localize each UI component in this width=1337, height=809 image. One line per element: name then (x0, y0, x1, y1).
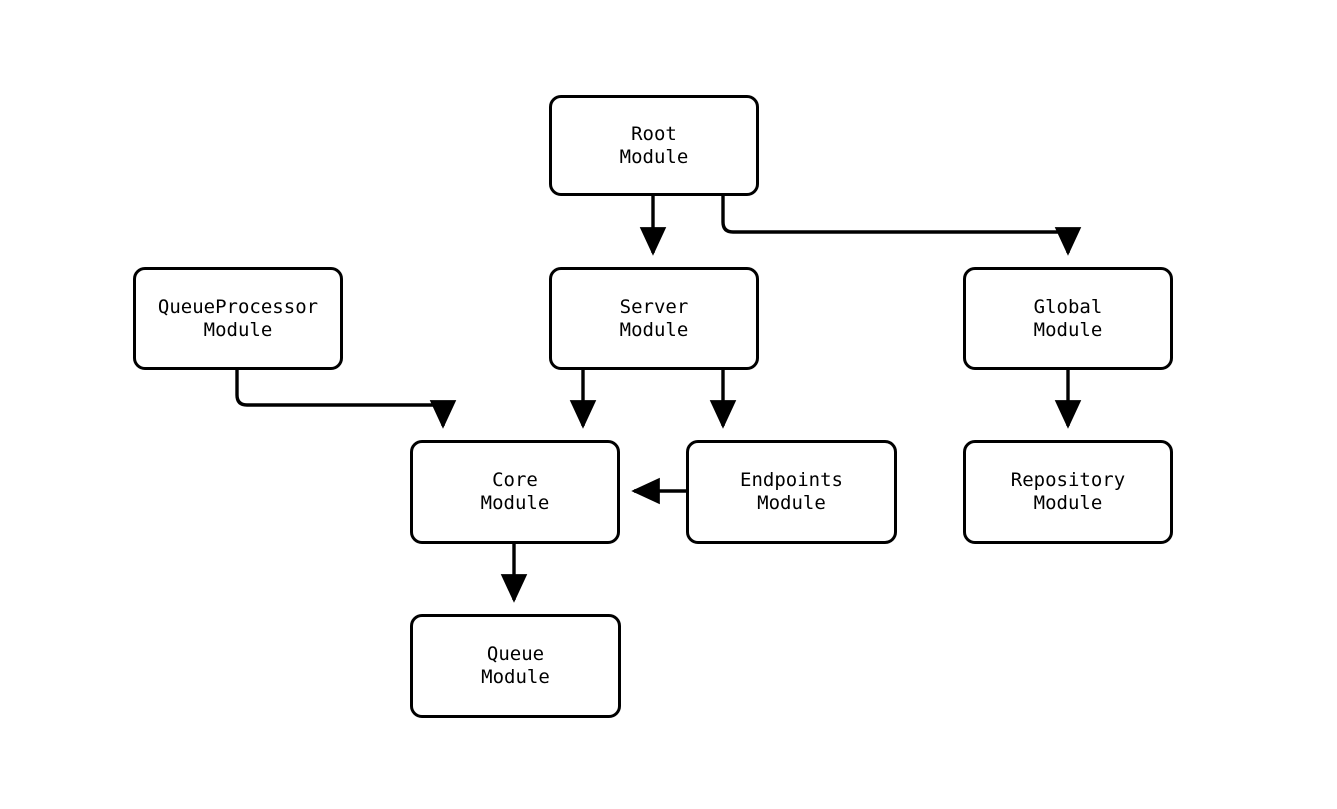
node-core-label: Core Module (480, 469, 550, 514)
node-global[interactable]: Global Module (963, 267, 1173, 370)
node-core[interactable]: Core Module (410, 440, 620, 544)
node-repository[interactable]: Repository Module (963, 440, 1173, 544)
node-queue[interactable]: Queue Module (410, 614, 621, 718)
node-server-label: Server Module (619, 295, 689, 341)
node-root-label: Root Module (619, 122, 689, 168)
node-repository-label: Repository Module (1010, 469, 1126, 514)
node-queueprocessor[interactable]: QueueProcessor Module (133, 267, 343, 370)
node-global-label: Global Module (1033, 295, 1103, 341)
node-queueprocessor-label: QueueProcessor Module (157, 295, 319, 341)
edge-queueprocessor-to-core (235, 370, 457, 429)
node-server[interactable]: Server Module (549, 267, 759, 370)
node-queue-label: Queue Module (481, 643, 550, 688)
node-endpoints-label: Endpoints Module (740, 469, 843, 514)
edge-root-to-global (721, 196, 1082, 256)
node-root[interactable]: Root Module (549, 95, 759, 196)
node-endpoints[interactable]: Endpoints Module (686, 440, 897, 544)
